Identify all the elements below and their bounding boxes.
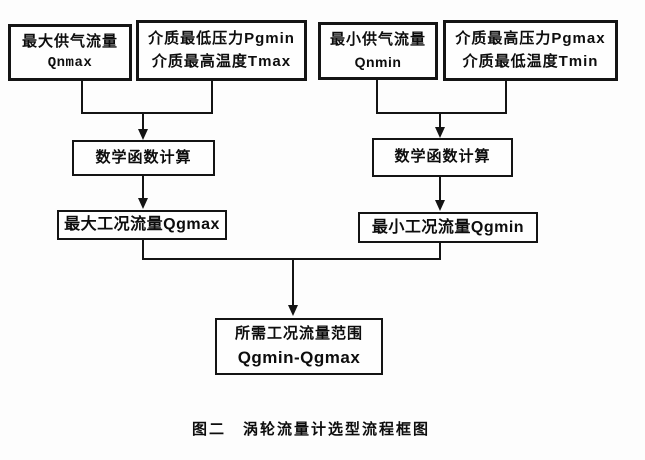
connector-line [439,177,441,201]
node-label: 所需工况流量范围 [234,324,363,342]
node-label: 数学函数计算 [95,148,192,166]
node-max-supply-flow: 最大供气流量 Qnmax [8,24,132,81]
node-label: 最大供气流量 [21,32,118,50]
connector-line [142,176,144,199]
node-label: 介质最低压力Pgmin [148,30,295,47]
node-max-pressure-min-temp: 介质最高压力Pgmax 介质最低温度Tmin [443,20,618,81]
node-min-operating-flow: 最小工况流量Qgmin [358,212,538,243]
arrow-down-icon [288,305,298,316]
connector-line [505,81,507,114]
arrow-down-icon [138,129,148,140]
node-symbol: Qnmin [354,53,402,70]
node-math-function-left: 数学函数计算 [72,140,215,176]
node-math-function-right: 数学函数计算 [372,138,513,177]
node-min-supply-flow: 最小供气流量 Qnmin [318,22,438,80]
node-min-pressure-max-temp: 介质最低压力Pgmin 介质最高温度Tmax [136,20,307,81]
connector-line [439,112,441,128]
node-max-operating-flow: 最大工况流量Qgmax [57,210,227,240]
connector-line [81,81,83,114]
connector-line [142,240,144,260]
node-symbol: Qnmax [47,55,93,72]
node-label: 最小供气流量 [329,31,426,49]
node-label: 介质最低温度Tmin [462,52,599,70]
connector-line [376,112,507,114]
arrow-down-icon [435,200,445,211]
node-label: 数学函数计算 [394,148,491,166]
connector-line [439,243,441,260]
node-label: 最大工况流量Qgmax [64,216,220,233]
connector-line [292,258,294,306]
connector-line [81,112,213,114]
connector-line [142,258,441,260]
arrow-down-icon [435,127,445,138]
connector-line [211,81,213,114]
figure-caption: 图二 涡轮流量计选型流程框图 [191,421,430,438]
node-label: 最小工况流量Qgmin [371,218,525,236]
connector-line [376,80,378,114]
node-label: 介质最高温度Tmax [151,52,292,70]
arrow-down-icon [138,198,148,209]
node-label: 介质最高压力Pgmax [455,30,606,47]
connector-line [142,112,144,130]
node-symbol: Qgmin-Qgmax [237,348,361,367]
node-required-flow-range: 所需工况流量范围 Qgmin-Qgmax [215,318,383,375]
